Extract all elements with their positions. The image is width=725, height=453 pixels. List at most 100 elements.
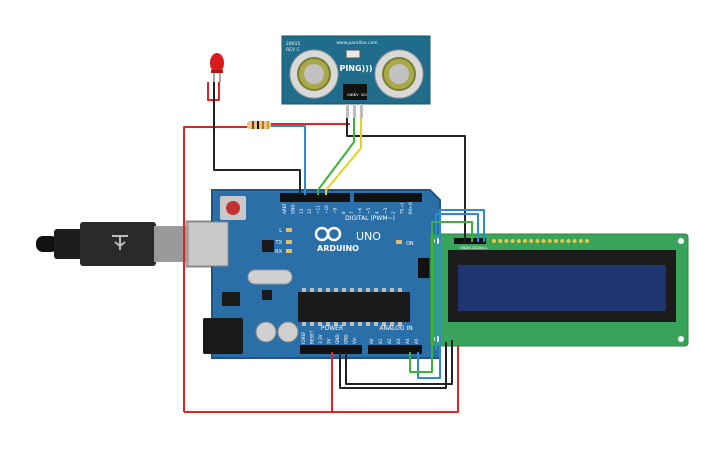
- wire-red-resistor-to-loop: [183, 126, 247, 412]
- analog-label: ANALOG IN: [379, 325, 412, 332]
- lcd-header-pin: [492, 239, 496, 243]
- digital-pin-label: 13: [299, 208, 304, 214]
- digital-pin-label: 12: [307, 208, 312, 214]
- wire-blue-scl: [417, 209, 485, 379]
- red-led: [210, 53, 224, 82]
- resistor: [247, 121, 271, 129]
- wire-green-sensor: [317, 118, 355, 195]
- digital-pin-label: ~6: [358, 207, 363, 214]
- power-pin-label: Vin: [352, 337, 357, 344]
- wire-blue-sda: [435, 213, 479, 350]
- wire-green-lcd: [409, 221, 473, 373]
- digital-pin-label: ~3: [383, 207, 388, 214]
- lcd-header-pin: [560, 239, 565, 243]
- analog-pin-label: A5: [414, 338, 419, 344]
- onboard-leds: L TX RX ON: [275, 228, 414, 255]
- digital-pin-label: RX←0: [408, 202, 413, 214]
- digital-pin-label: AREF: [282, 203, 287, 214]
- lcd-pin-vcc: VCC: [467, 246, 475, 250]
- wire-yellow-sensor: [325, 118, 362, 195]
- digital-pin-label: 7: [349, 211, 354, 214]
- digital-label: DIGITAL (PWM~): [345, 215, 395, 222]
- power-pin-label: GND: [335, 334, 340, 344]
- sensor-transducer-left: [289, 49, 339, 99]
- model-label: UNO: [356, 230, 381, 243]
- power-label: POWER: [321, 325, 343, 332]
- lcd-pin-gnd: GND: [460, 246, 468, 250]
- digital-pin-label: 2: [391, 211, 396, 214]
- brand-label: ARDUINO: [317, 244, 359, 253]
- analog-pin-label: A3: [396, 338, 401, 344]
- on-led-label: ON: [406, 241, 414, 247]
- power-pin-label: 3.3V: [318, 334, 323, 344]
- wires: [183, 82, 485, 413]
- sensor-pin-5v: 5V: [354, 93, 359, 97]
- usb-icon: [112, 235, 128, 250]
- lcd-header-pin: [529, 239, 534, 243]
- digital-pin-label: ~10: [324, 205, 329, 214]
- led-label-tx: TX: [275, 240, 283, 246]
- wire-blue-resistor-pin: [271, 125, 306, 195]
- sensor-logo: PING))): [339, 64, 372, 73]
- reset-button-cap: [226, 201, 240, 215]
- lcd-header-pin: [554, 239, 558, 243]
- digital-header-left: [280, 193, 350, 202]
- analog-pin-label: A4: [405, 338, 410, 344]
- lcd-header-pin: [585, 239, 589, 243]
- led-label-rx: RX: [275, 249, 282, 255]
- digital-pin-label: ~11: [316, 205, 321, 214]
- atmega-chip: [298, 292, 410, 322]
- analog-pin-label: A1: [378, 338, 383, 344]
- sensor-pin-sig: SIG: [361, 93, 367, 97]
- digital-pin-label: 4: [374, 211, 379, 214]
- lcd-header-pin: [541, 239, 546, 243]
- lcd-header-pin: [578, 239, 583, 243]
- digital-pin-label: ~5: [366, 207, 371, 214]
- digital-pin-label: GND: [290, 204, 295, 214]
- power-pin-label: IOREF: [301, 331, 306, 344]
- lcd-header-pin: [523, 239, 527, 243]
- wire-black-gnd-2: [345, 340, 453, 385]
- lcd-pin-scl: SCL: [481, 246, 488, 250]
- lcd-display-module: GND VCC SDA SCL: [429, 233, 689, 347]
- power-pin-label: GND: [344, 334, 349, 344]
- digital-pin-label: TX→1: [400, 202, 405, 215]
- lcd-header-pin: [535, 239, 540, 243]
- lcd-header-pins: [492, 239, 589, 243]
- sensor-pin-gnd: GND: [347, 93, 355, 97]
- analog-pin-label: A0: [369, 338, 374, 344]
- analog-header: [368, 345, 422, 354]
- lcd-header-pin: [516, 239, 521, 243]
- power-pin-label: 5V: [327, 338, 332, 344]
- ping-ultrasonic-sensor: 28015 REV C www.parallax.com PING))) GND…: [281, 35, 431, 118]
- lcd-header-pin: [572, 239, 577, 243]
- lcd-header-pin: [547, 239, 552, 243]
- power-pin-label: RESET: [310, 330, 315, 344]
- lcd-pin-sda: SDA: [474, 246, 482, 250]
- sensor-rev: REV C: [286, 47, 300, 53]
- lcd-header-pin: [504, 239, 509, 243]
- sensor-model: 28015: [286, 41, 300, 47]
- wire-red-bottom: [184, 346, 459, 413]
- power-jack: [203, 318, 243, 354]
- led-label-l: L: [279, 228, 282, 234]
- power-header: [300, 345, 362, 354]
- analog-pin-labels: A0 A1 A2 A3 A4 A5: [369, 338, 419, 344]
- digital-header-right: [354, 193, 422, 202]
- analog-pin-label: A2: [387, 338, 392, 344]
- lcd-header-pin: [510, 239, 515, 243]
- wire-black-gnd-lcd: [339, 342, 447, 389]
- arduino-logo: ARDUINO UNO: [314, 226, 381, 253]
- lcd-screen: [458, 265, 666, 311]
- lcd-header-pin: [566, 239, 571, 243]
- wire-black-led-gnd: [213, 82, 301, 195]
- sensor-transducer-right: [374, 49, 424, 99]
- digital-pin-label: ~9: [332, 207, 337, 214]
- digital-pin-label: 8: [341, 211, 346, 214]
- lcd-header-pin: [498, 239, 503, 243]
- sensor-url: www.parallax.com: [336, 40, 377, 46]
